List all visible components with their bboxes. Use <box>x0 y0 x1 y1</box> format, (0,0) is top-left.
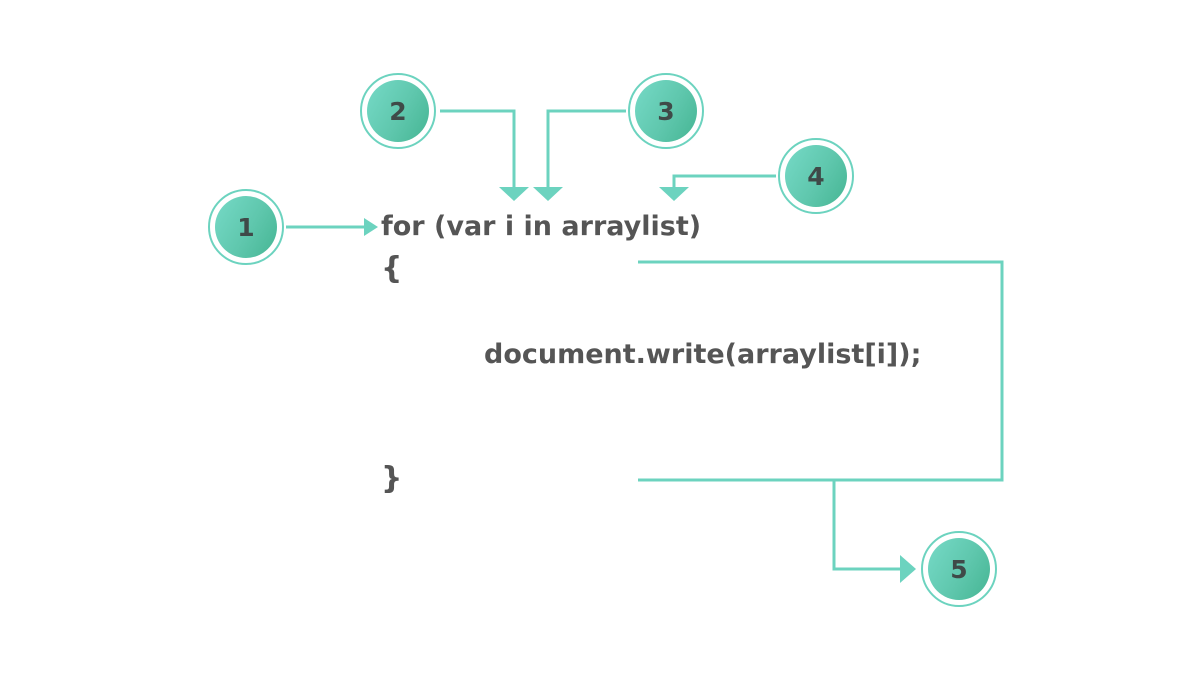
marker-5-label: 5 <box>928 538 990 600</box>
code-open-brace: { <box>381 251 403 286</box>
code-line-body: document.write(arraylist[i]); <box>484 339 922 370</box>
code-close-brace: } <box>381 461 403 496</box>
arrowhead-1 <box>364 218 378 236</box>
marker-3: 3 <box>628 73 704 149</box>
connector-2 <box>440 109 516 188</box>
arrowhead-2 <box>499 187 529 201</box>
marker-1-label: 1 <box>215 196 277 258</box>
loop-body-bracket <box>638 260 1004 482</box>
marker-4-label: 4 <box>785 145 847 207</box>
marker-4: 4 <box>778 138 854 214</box>
connector-3 <box>546 109 626 188</box>
connector-5 <box>832 480 902 571</box>
code-line-for: for (var i in arraylist) <box>381 211 702 242</box>
marker-2: 2 <box>360 73 436 149</box>
marker-5: 5 <box>921 531 997 607</box>
arrowhead-4 <box>659 187 689 201</box>
marker-3-label: 3 <box>635 80 697 142</box>
marker-1: 1 <box>208 189 284 265</box>
arrowhead-3 <box>533 187 563 201</box>
connector-4 <box>672 174 776 188</box>
marker-2-label: 2 <box>367 80 429 142</box>
arrowhead-5 <box>900 555 916 583</box>
